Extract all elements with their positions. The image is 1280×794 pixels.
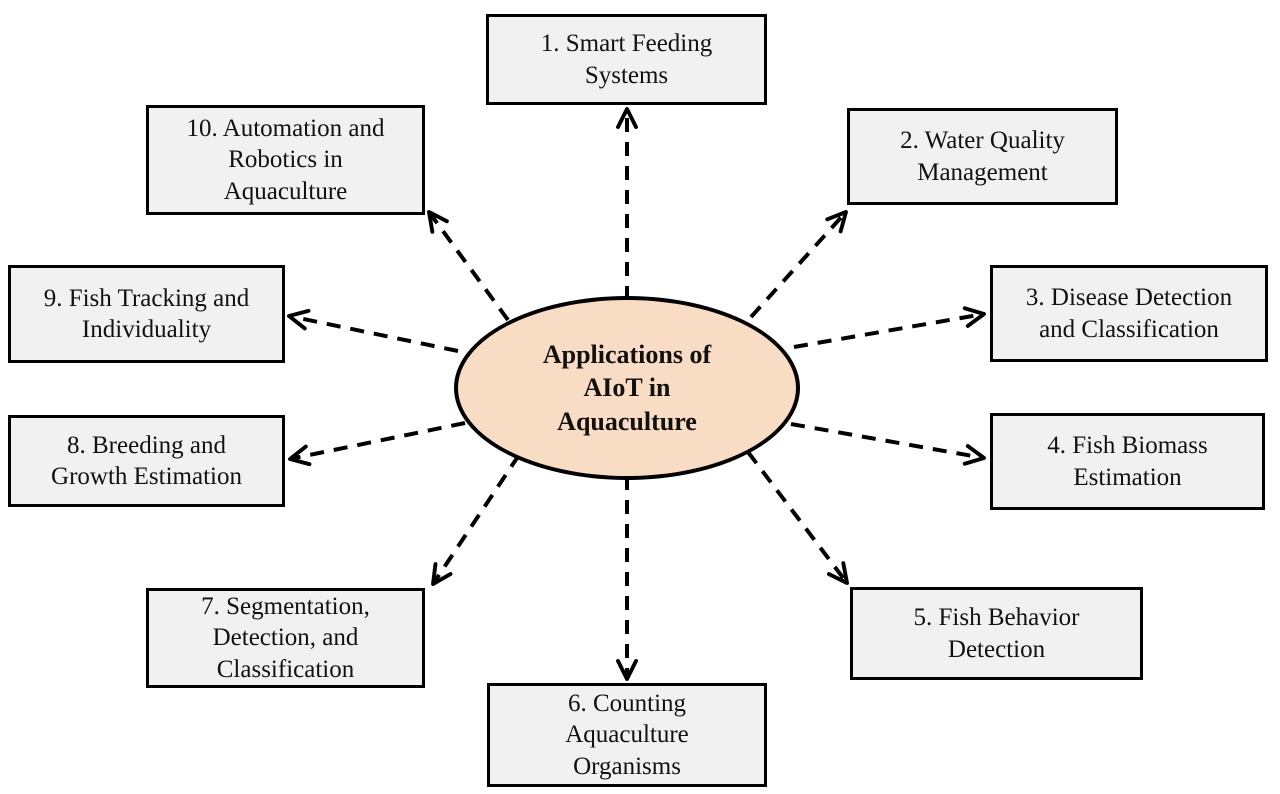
node-5-fish-behavior-detection: 5. Fish Behavior Detection <box>850 587 1143 680</box>
node-label: 2. Water Quality <box>900 127 1065 154</box>
arrow-to-fish-biomass <box>790 422 986 466</box>
node-label: 1. Smart Feeding <box>540 30 713 57</box>
arrow-to-breeding-growth <box>288 421 466 467</box>
arrow-to-automation-robotics <box>427 210 510 322</box>
center-ellipse-label: Aquaculture <box>557 406 697 436</box>
arrow-to-water-quality <box>749 210 848 319</box>
node-label: Individuality <box>81 316 212 343</box>
node-7-segmentation-detection-classification: 7. Segmentation, Detection, and Classifi… <box>146 588 425 688</box>
node-label: Detection, and <box>212 624 359 652</box>
node-label: 4. Fish Biomass <box>1047 432 1208 459</box>
node-label: Growth Estimation <box>51 463 242 490</box>
node-label: Aquaculture <box>223 177 348 205</box>
node-label: 5. Fish Behavior <box>913 604 1080 631</box>
node-label: 3. Disease Detection <box>1025 284 1233 311</box>
node-label: Organisms <box>573 752 681 780</box>
node-4-fish-biomass-estimation: 4. Fish Biomass Estimation <box>990 413 1265 510</box>
arrow-to-segmentation <box>431 453 521 586</box>
node-label: 9. Fish Tracking and <box>43 284 250 312</box>
node-10-automation-robotics-aquaculture: 10. Automation and Robotics in Aquacultu… <box>146 105 425 215</box>
node-8-breeding-growth-estimation: 8. Breeding and Growth Estimation <box>8 415 285 507</box>
node-2-water-quality-management: 2. Water Quality Management <box>847 108 1118 205</box>
node-label: 6. Counting <box>567 689 687 717</box>
node-label: 8. Breeding and <box>67 431 226 459</box>
node-label: 7. Segmentation, <box>201 592 370 620</box>
node-9-fish-tracking-individuality: 9. Fish Tracking and Individuality <box>8 265 285 363</box>
node-label: 10. Automation and <box>186 114 385 142</box>
arrow-to-disease-detection <box>793 306 986 349</box>
node-label: Systems <box>584 61 669 89</box>
arrow-to-fish-tracking <box>287 308 459 353</box>
arrow-to-fish-behavior <box>746 450 849 585</box>
node-label: Robotics in <box>228 146 343 174</box>
center-ellipse-label: AIoT in <box>583 373 671 403</box>
node-label: Classification <box>216 655 355 683</box>
node-1-smart-feeding-systems: 1. Smart Feeding Systems <box>486 14 767 105</box>
node-3-disease-detection-classification: 3. Disease Detection and Classification <box>990 265 1268 362</box>
node-label: Detection <box>947 635 1046 663</box>
node-label: Aquaculture <box>565 721 689 749</box>
node-6-counting-aquaculture-organisms: 6. Counting Aquaculture Organisms <box>487 683 767 787</box>
center-ellipse-applications-of-aiot: Applications of AIoT in Aquaculture <box>454 296 800 480</box>
node-label: Estimation <box>1073 463 1182 491</box>
node-label: Management <box>917 158 1048 186</box>
node-label: and Classification <box>1039 315 1219 343</box>
center-ellipse-label: Applications of <box>542 340 712 370</box>
